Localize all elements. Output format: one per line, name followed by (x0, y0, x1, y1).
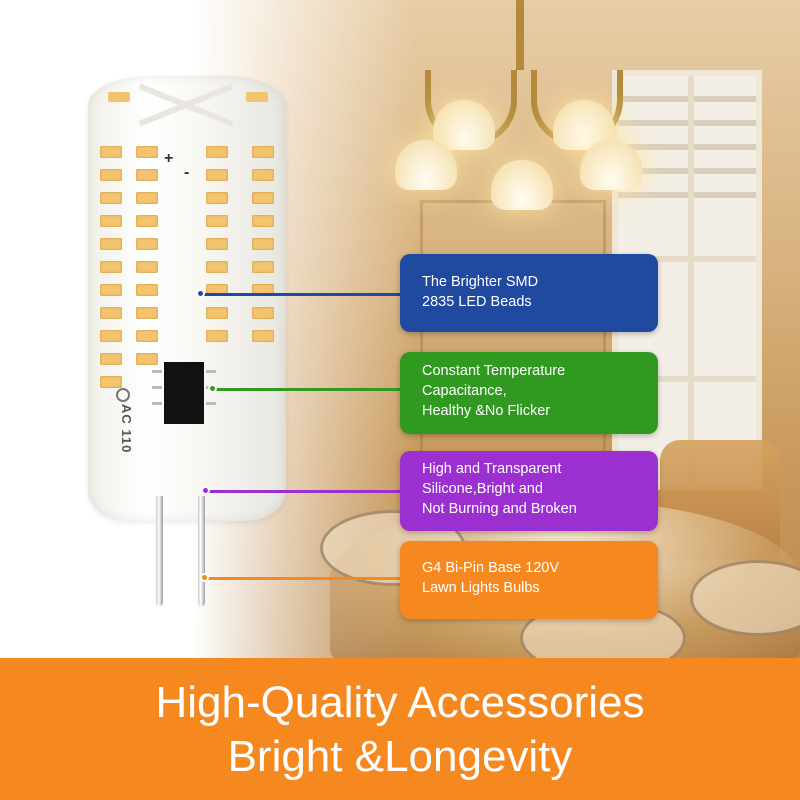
chandelier (395, 0, 645, 230)
leader-dot-base (200, 573, 209, 582)
callout-silicone: High and Transparent Silicone,Bright and… (400, 451, 658, 531)
leader-dot-smd (196, 289, 205, 298)
marking-dot (116, 388, 130, 402)
g4-led-bulb: + - AC 110 (88, 76, 286, 616)
callout-line: High and Transparent (422, 461, 562, 477)
voltage-marking: AC 110 (119, 404, 134, 454)
led-column (100, 146, 122, 399)
callout-line: Silicone,Bright and (422, 481, 543, 497)
headline-line-2: Bright &Longevity (227, 732, 573, 781)
callout-line: Capacitance, (422, 383, 507, 399)
bi-pin-left (156, 496, 163, 606)
led-column (136, 146, 158, 376)
plate (690, 560, 800, 636)
headline-line-1: High-Quality Accessories (155, 678, 645, 727)
callout-line: Lawn Lights Bulbs (422, 580, 540, 596)
polarity-minus: - (184, 164, 190, 181)
callout-smd-beads: The Brighter SMD 2835 LED Beads (400, 254, 658, 332)
leader-dot-silicone (201, 486, 210, 495)
callout-capacitance: Constant Temperature Capacitance, Health… (400, 352, 658, 434)
bi-pin-right (198, 496, 205, 606)
top-cross (136, 83, 236, 127)
callout-base: G4 Bi-Pin Base 120V Lawn Lights Bulbs (400, 541, 658, 619)
callout-line: The Brighter SMD (422, 274, 539, 290)
callout-line: Not Burning and Broken (422, 501, 577, 517)
leader-dot-capacitance (208, 384, 217, 393)
leader-line-capacitance (212, 388, 402, 391)
callout-line: 2835 LED Beads (422, 294, 532, 310)
callout-line: Healthy &No Flicker (422, 403, 551, 419)
top-led-row (108, 86, 268, 116)
driver-chip (164, 362, 204, 424)
led-column (252, 146, 274, 353)
headline-banner: High-Quality Accessories Bright &Longevi… (0, 658, 800, 800)
leader-line-smd (200, 293, 402, 296)
polarity-plus: + (164, 150, 174, 167)
callout-line: Constant Temperature (422, 363, 566, 379)
leader-line-silicone (205, 490, 402, 493)
led-column (206, 146, 228, 353)
leader-line-base (204, 577, 402, 580)
callout-line: G4 Bi-Pin Base 120V (422, 560, 560, 576)
